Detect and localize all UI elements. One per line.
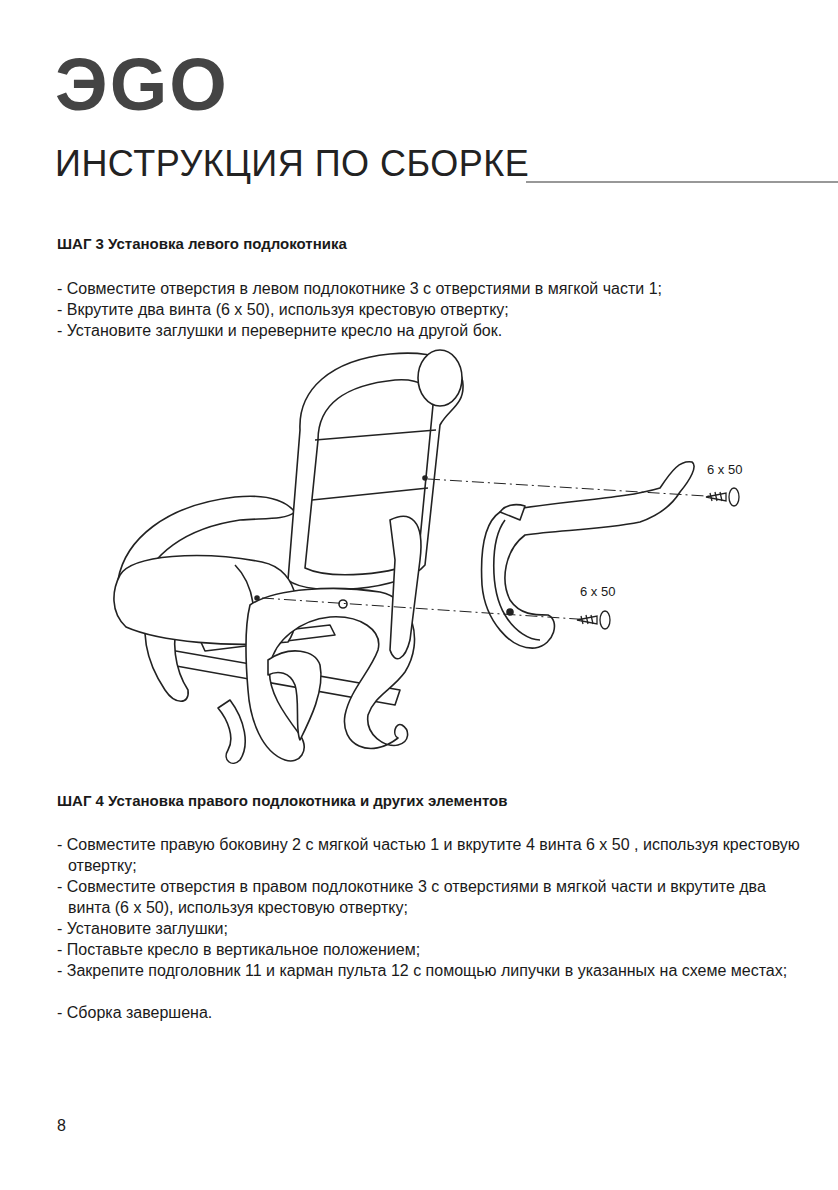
screw-shank bbox=[706, 493, 726, 501]
back-seam bbox=[315, 430, 436, 440]
screw-thread bbox=[710, 492, 722, 501]
step-text: - Совместите правую боковину 2 с мягкой … bbox=[57, 834, 808, 876]
step-text: - Закрепите подголовник 11 и карман пуль… bbox=[57, 960, 808, 981]
arm-pad bbox=[268, 651, 321, 740]
chair-leg bbox=[218, 700, 245, 763]
armrest-drawing bbox=[482, 462, 694, 648]
armrest bbox=[482, 462, 694, 648]
logo: ЭGO bbox=[55, 42, 229, 128]
guide-line bbox=[262, 598, 592, 620]
step-text: - Совместите отверстия в правом подлокот… bbox=[57, 876, 808, 918]
armrest-cap bbox=[500, 505, 525, 520]
step-text: - Поставьте кресло в вертикальное положе… bbox=[57, 939, 808, 960]
armrest-edge bbox=[494, 520, 540, 640]
guide-lines bbox=[262, 479, 722, 620]
hole bbox=[255, 596, 259, 600]
step-text: - Совместите отверстия в левом подлокотн… bbox=[57, 278, 808, 299]
dimension: 6 x 50 bbox=[580, 584, 615, 600]
title-rule bbox=[526, 181, 838, 182]
dimension: 6 x 50 bbox=[707, 462, 742, 478]
near-side-top bbox=[390, 516, 421, 658]
step-text: - Установите заглушки и переверните крес… bbox=[57, 320, 808, 341]
screws bbox=[577, 488, 739, 629]
hole bbox=[423, 476, 427, 480]
side-frame bbox=[246, 588, 415, 761]
screw-head bbox=[600, 611, 610, 629]
page-title: ИНСТРУКЦИЯ ПО СБОРКЕ bbox=[55, 143, 529, 185]
guide-line bbox=[428, 479, 722, 497]
back-roll bbox=[418, 350, 462, 406]
step-text: - Установите заглушки; bbox=[57, 918, 808, 939]
back-seam bbox=[312, 488, 428, 500]
step-text: - Сборка завершена. bbox=[57, 1002, 808, 1023]
screw-head bbox=[729, 488, 739, 506]
screw-shank bbox=[577, 616, 597, 624]
hole bbox=[339, 600, 347, 608]
step-text: - Вкрутите два винта (6 x 50), используя… bbox=[57, 299, 808, 320]
step-heading: ШАГ 3 Установка левого подлокотника bbox=[57, 234, 347, 254]
screw-thread bbox=[581, 615, 593, 624]
chair-drawing bbox=[114, 350, 463, 763]
step-heading: ШАГ 4 Установка правого подлокотника и д… bbox=[57, 791, 508, 811]
page-number: 8 bbox=[57, 1116, 66, 1136]
